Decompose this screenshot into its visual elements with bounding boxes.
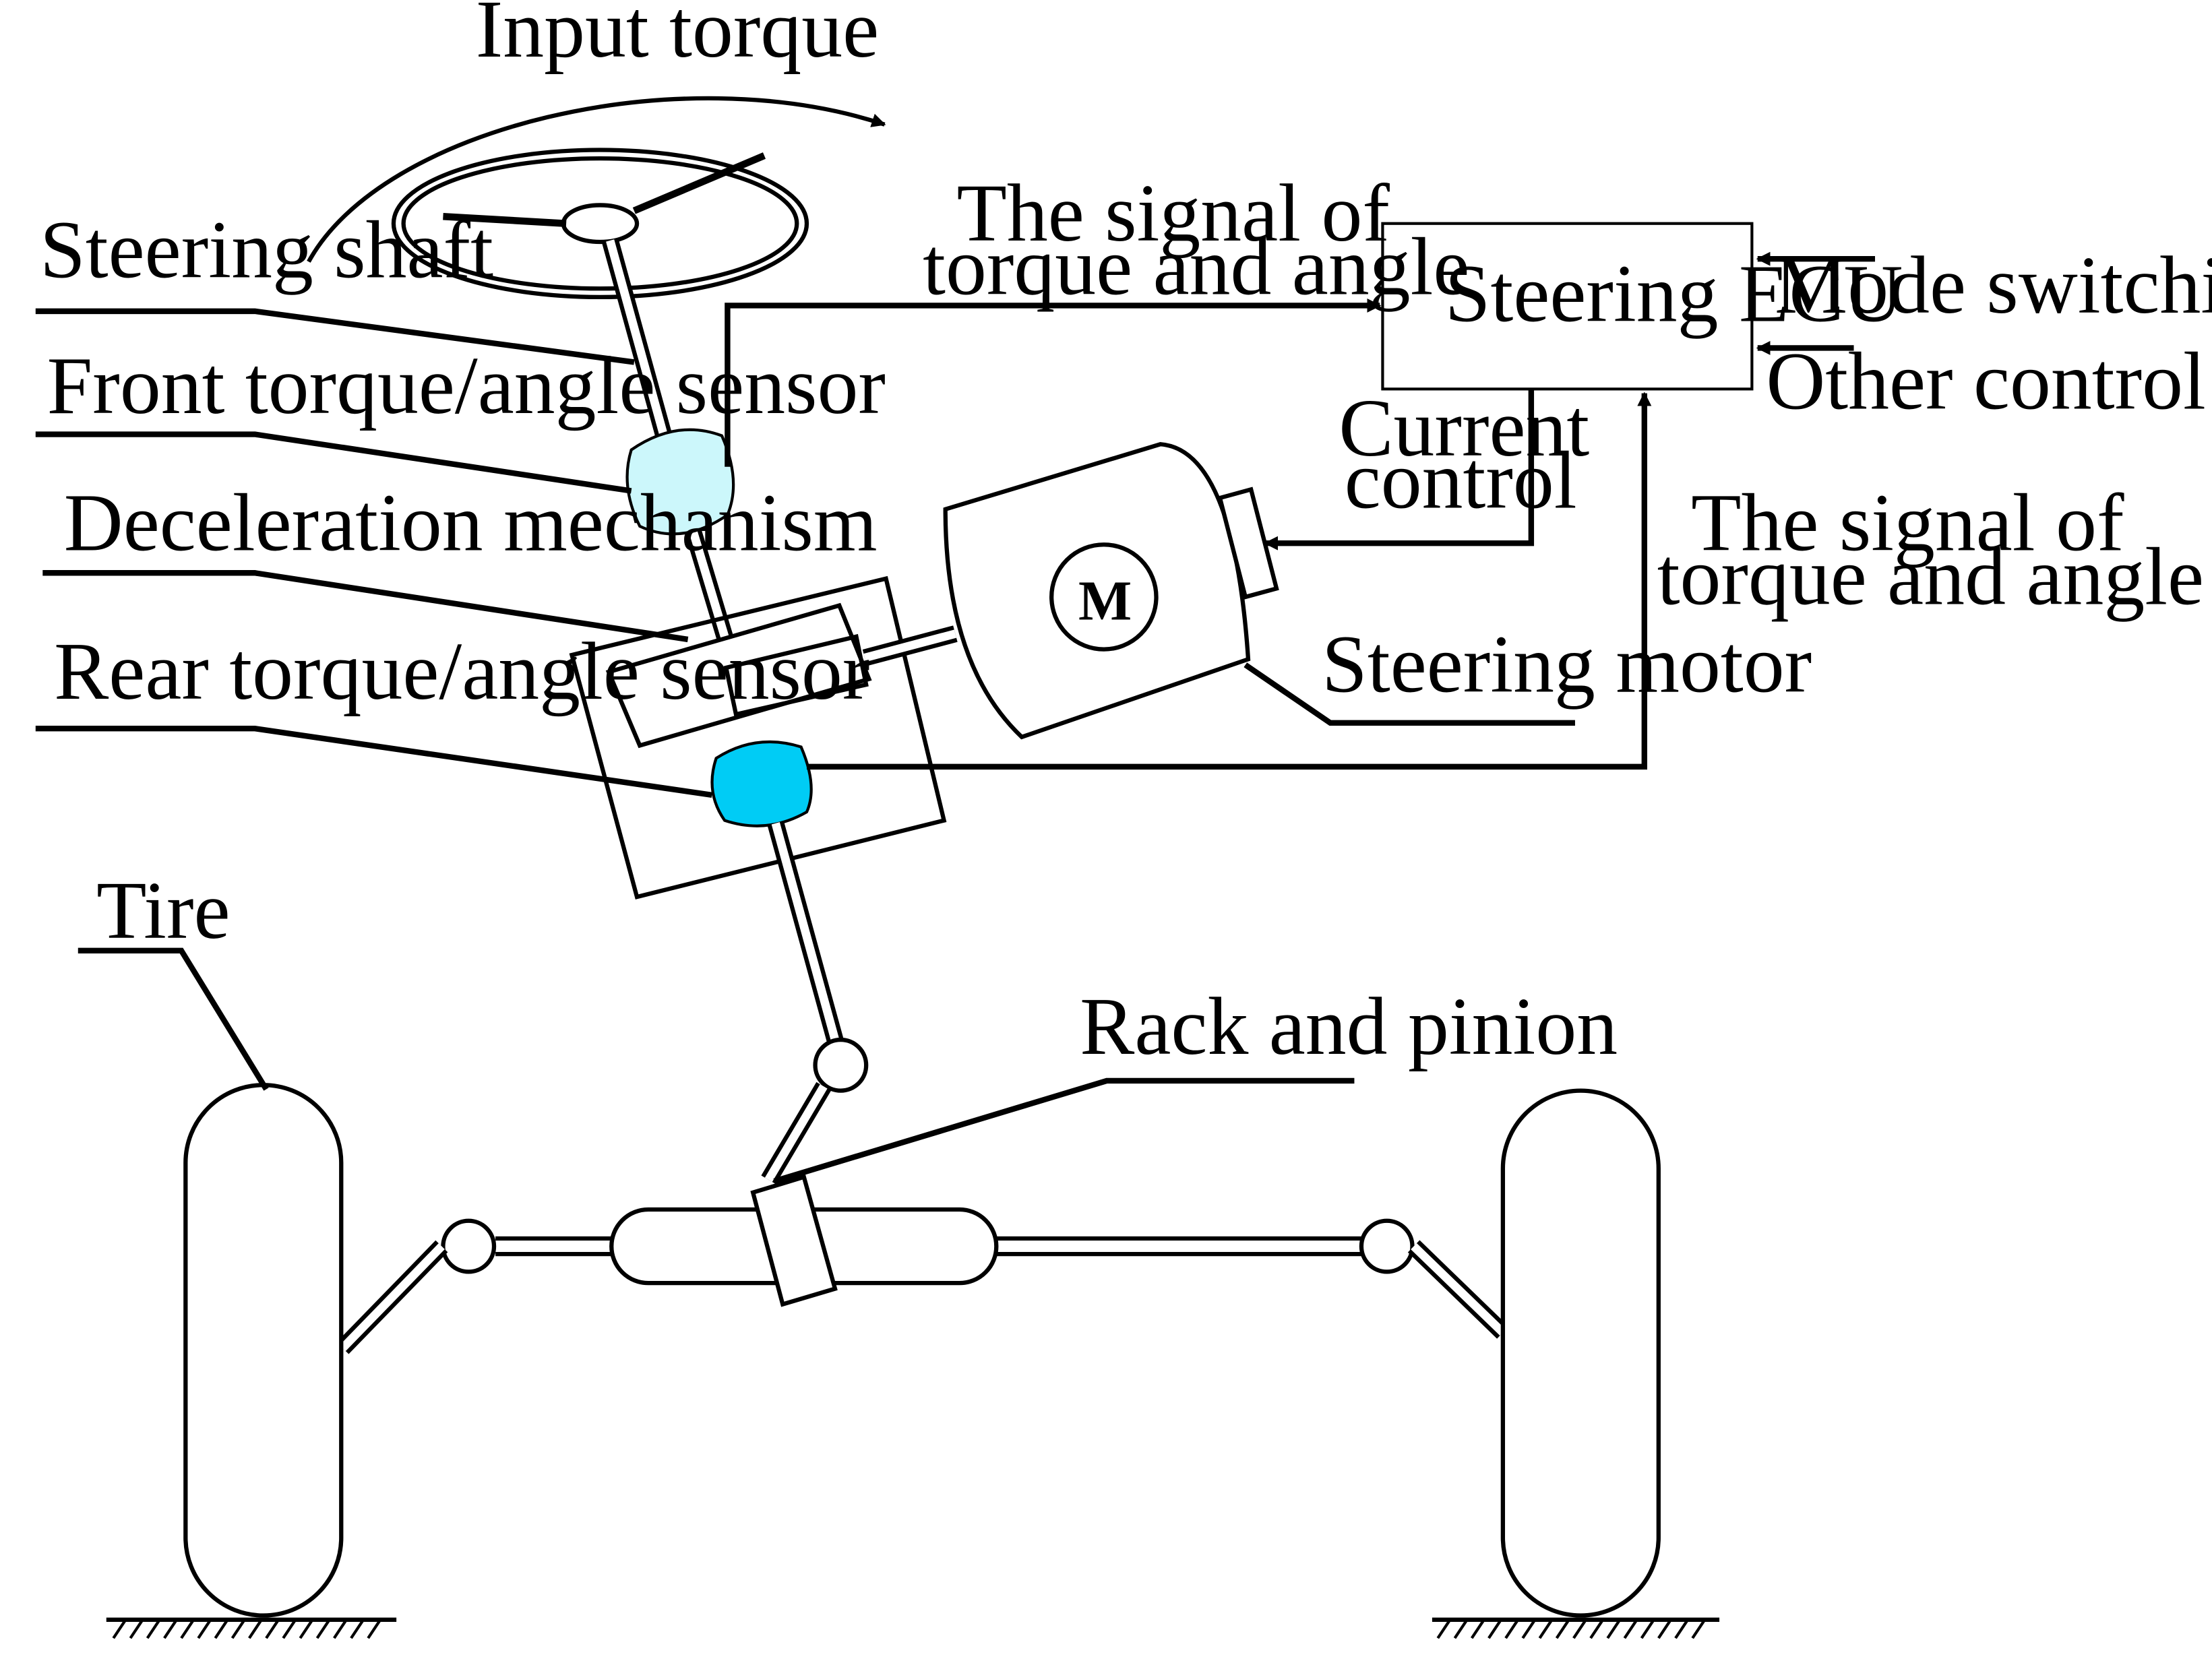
steering-motor bbox=[943, 442, 1279, 740]
leader-rear-sensor bbox=[35, 725, 712, 798]
steering-wheel bbox=[391, 148, 809, 300]
label-steering-motor: Steering motor bbox=[1322, 619, 1812, 710]
label-input-torque: Input torque bbox=[476, 0, 879, 75]
label-deceleration: Deceleration mechanism bbox=[64, 478, 878, 569]
leader-lines bbox=[35, 308, 1575, 1185]
label-current-2: control bbox=[1345, 435, 1577, 526]
label-front-sensor: Front torque/angle sensor bbox=[47, 340, 886, 431]
label-signal-top-2: torque and angle bbox=[923, 222, 1469, 313]
leader-rack bbox=[773, 1077, 1355, 1185]
ecu-box bbox=[1381, 222, 1754, 391]
leader-deceleration bbox=[42, 570, 689, 643]
right-ball-joint bbox=[1359, 1218, 1415, 1274]
deceleration-mechanism bbox=[569, 575, 958, 900]
signal-line-right bbox=[806, 391, 1652, 770]
leader-front-sensor bbox=[35, 431, 632, 494]
lower-steering-shaft bbox=[761, 821, 869, 1185]
left-ball-joint bbox=[441, 1218, 497, 1274]
label-mode-signal: Mode switching signal bbox=[1775, 240, 2212, 331]
label-other-signals: Other control signals bbox=[1766, 336, 2212, 427]
rear-sensor bbox=[710, 740, 813, 827]
input-torque-arrow bbox=[307, 96, 886, 263]
label-signal-right-2: torque and angle bbox=[1657, 531, 2204, 622]
motor-circle bbox=[1049, 542, 1159, 652]
label-current-1: Current bbox=[1339, 383, 1589, 474]
label-steering-shaft: Steering shaft bbox=[40, 204, 493, 295]
current-control-line bbox=[1264, 389, 1535, 551]
motor-symbol: M bbox=[1078, 570, 1132, 633]
leader-motor bbox=[1243, 662, 1575, 726]
label-rear-sensor: Rear torque/angle sensor bbox=[54, 626, 869, 717]
label-ecu: Steering ECU bbox=[1445, 249, 1903, 340]
rack-and-pinion bbox=[336, 1174, 1509, 1354]
label-signal-right-1: The signal of bbox=[1691, 478, 2124, 569]
left-tire bbox=[106, 1083, 397, 1639]
leader-steering-shaft bbox=[35, 308, 635, 365]
label-rack-pinion: Rack and pinion bbox=[1080, 981, 1618, 1072]
leader-tire bbox=[78, 947, 269, 1091]
label-tire: Tire bbox=[96, 865, 230, 956]
front-sensor bbox=[625, 428, 735, 536]
universal-joint bbox=[813, 1037, 869, 1093]
right-tire bbox=[1432, 1088, 1720, 1639]
signal-line-top bbox=[725, 298, 1382, 467]
label-signal-top-1: The signal of bbox=[957, 168, 1390, 259]
